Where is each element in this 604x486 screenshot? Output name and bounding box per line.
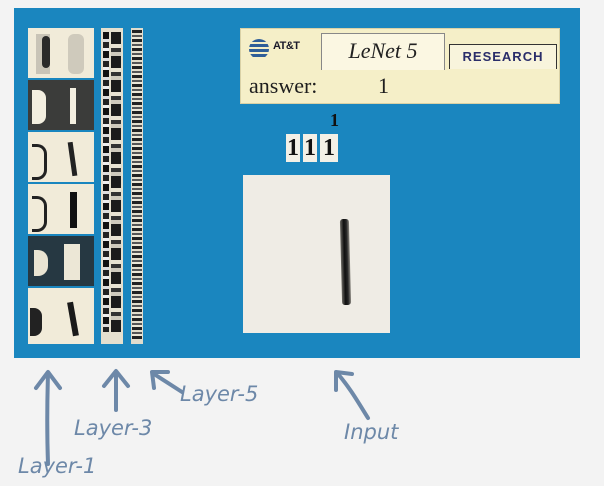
- input-arrow-icon: [334, 370, 370, 420]
- output-thumbnail: 1: [320, 134, 338, 162]
- input-digit-stroke: [339, 218, 352, 306]
- layer5-feature-maps: [131, 28, 143, 344]
- layer1-feature-maps: [26, 28, 96, 346]
- layer1-caption: Layer-1: [18, 454, 97, 478]
- layer3-feature-maps: [101, 28, 123, 344]
- input-canvas[interactable]: [243, 175, 390, 333]
- answer-value: 1: [378, 73, 389, 98]
- output-digit: 1: [330, 110, 339, 130]
- answer-label: answer:: [249, 73, 318, 98]
- layer1-map: [26, 286, 96, 346]
- output-thumbnail: 1: [303, 134, 317, 162]
- model-name-box: LeNet 5: [321, 33, 445, 70]
- layer1-map: [26, 130, 96, 186]
- att-logo-text: AT&T: [273, 40, 300, 52]
- layer1-map: [26, 234, 96, 290]
- layer3-arrow-icon: [102, 369, 130, 412]
- layer1-map: [26, 78, 96, 134]
- layer3-caption: Layer-3: [74, 416, 153, 440]
- layer1-map: [26, 182, 96, 238]
- lenet-banner: AT&T LeNet 5 RESEARCH answer: 1: [240, 28, 560, 104]
- layer5-arrow-icon: [150, 370, 184, 394]
- layer1-map: [28, 28, 94, 80]
- layer1-arrow-icon: [34, 370, 62, 466]
- att-globe-icon: [249, 39, 269, 59]
- output-thumbnails: 1 1 1: [286, 134, 338, 162]
- layer5-caption: Layer-5: [180, 382, 259, 406]
- research-label: RESEARCH: [449, 44, 557, 69]
- model-name: LeNet 5: [348, 38, 418, 63]
- input-caption: Input: [344, 420, 399, 444]
- output-thumbnail: 1: [286, 134, 300, 162]
